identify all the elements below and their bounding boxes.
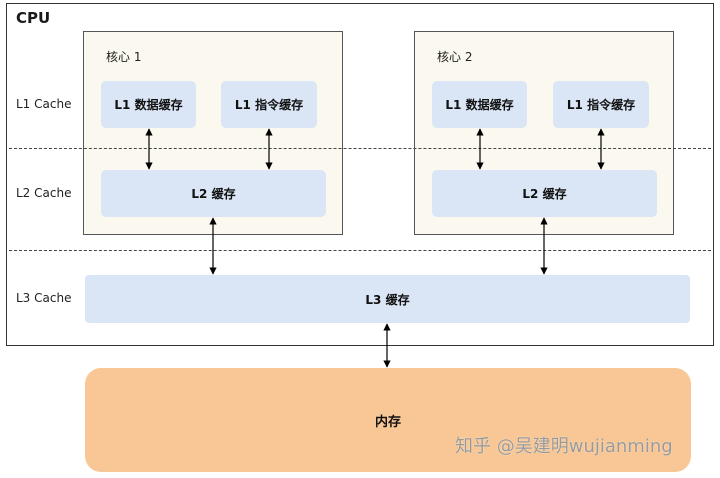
cpu-title: CPU (16, 9, 51, 27)
main-memory: 内存 (85, 368, 691, 472)
l1-cache-label: L1 Cache (16, 97, 72, 111)
core-2-l2-cache: L2 缓存 (432, 170, 657, 217)
core-2-l1-instruction-cache: L1 指令缓存 (553, 81, 649, 128)
core-1-l1-data-cache: L1 数据缓存 (101, 81, 196, 128)
l2-cache-label: L2 Cache (16, 186, 72, 200)
l3-cache-label: L3 Cache (16, 291, 72, 305)
watermark: 知乎 @吴建明wujianming (455, 436, 673, 457)
l3-cache: L3 缓存 (85, 275, 690, 323)
core-2-l1-data-cache: L1 数据缓存 (432, 81, 527, 128)
core-2-title: 核心 2 (437, 50, 473, 64)
l1-l2-separator (9, 148, 711, 149)
core-1-l1-instruction-cache: L1 指令缓存 (221, 81, 317, 128)
core-1-l2-cache: L2 缓存 (101, 170, 326, 217)
l2-l3-separator (9, 250, 711, 251)
core-1-title: 核心 1 (106, 50, 142, 64)
